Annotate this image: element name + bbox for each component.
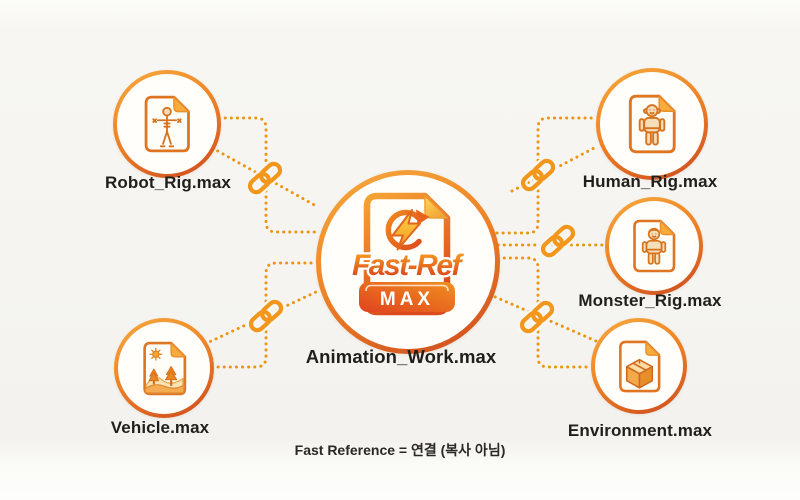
- node-label-robot-rig: Robot_Rig.max: [105, 173, 231, 192]
- connector-robot-orthogonal: [211, 116, 320, 234]
- landscape-file-icon: [142, 341, 186, 395]
- link-icon: [517, 298, 557, 336]
- node-human-rig: [596, 68, 708, 180]
- caption-fast-reference: Fast Reference = 연결 (복사 아님): [294, 442, 506, 458]
- node-label-monster-rig: Monster_Rig.max: [578, 291, 722, 310]
- link-icon: [538, 222, 578, 260]
- fast-ref-max-file-icon: Fast-Ref MAX: [350, 192, 468, 316]
- node-label-vehicle: Vehicle.max: [110, 418, 210, 437]
- node-animation-work-center: Fast-Ref MAX: [316, 170, 500, 354]
- node-label-environment: Environment.max: [567, 421, 713, 440]
- refresh-bolt-icon: [385, 209, 430, 251]
- robot-rig-file-icon: [144, 95, 190, 153]
- node-label-human-rig: Human_Rig.max: [582, 172, 718, 191]
- human-rig-file-icon: [628, 94, 676, 154]
- node-vehicle: [114, 318, 214, 418]
- monster-rig-file-icon: [633, 219, 676, 273]
- node-label-animation-work: Animation_Work.max: [305, 346, 497, 367]
- fast-ref-logotype: Fast-Ref: [352, 249, 465, 282]
- link-icon: [518, 156, 558, 194]
- node-monster-rig: [605, 197, 703, 295]
- max-badge: MAX: [359, 282, 455, 312]
- link-icon: [246, 297, 286, 335]
- max-badge-label: MAX: [380, 289, 434, 310]
- connector-vehicle-orthogonal: [210, 261, 317, 369]
- node-robot-rig: [113, 70, 221, 178]
- link-icon: [245, 159, 285, 197]
- node-environment: [591, 318, 687, 414]
- box-file-icon: [618, 340, 660, 392]
